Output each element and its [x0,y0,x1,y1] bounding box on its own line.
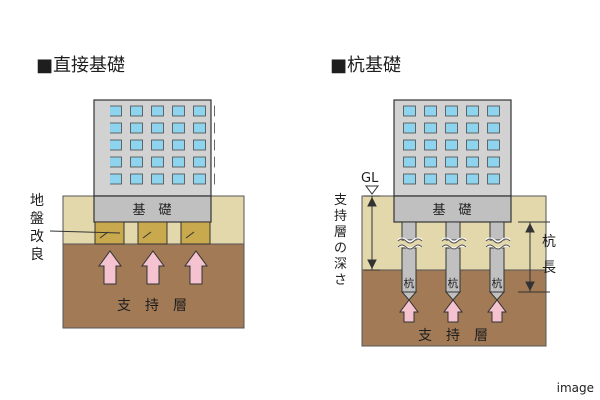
improvement-leader-line [49,230,121,234]
direct-foundation-panel: ■直接基礎 基 礎 地 盤 改 良 [30,55,245,329]
depth-char-6: さ [334,273,347,288]
improvement-char-3: 改 [30,229,44,245]
bearing-layer-label: 支 持 層 [117,298,187,314]
bearing-layer-label: 支 持 層 [418,328,488,344]
depth-char-5: 深 [334,257,347,272]
foundation-slab [93,195,212,223]
gl-label: GL [361,171,379,186]
bearing-arrows [399,299,507,323]
ground-improvement-label: 地 盤 改 良 [30,193,121,263]
image-caption: image [557,381,594,395]
pile-label: 杭 [492,276,503,290]
foundation-slab [393,195,512,223]
depth-char-1: 支 [334,193,347,208]
depth-char-3: 層 [334,225,347,240]
bearing-depth-dimension [364,195,380,271]
direct-foundation-heading: ■直接基礎 [36,55,125,76]
pile-length-char-1: 杭 [542,234,556,250]
bearing-arrow [184,250,208,285]
building [93,99,215,197]
pile-label: 杭 [448,276,459,290]
improvement-char-1: 地 [30,193,44,209]
improvement-char-4: 良 [30,247,44,263]
bearing-depth-label: 支 持 層 の 深 さ [334,193,347,288]
pile-label: 杭 [404,276,415,290]
pile-foundation-heading: ■杭基礎 [330,55,401,76]
pile [441,221,467,301]
bearing-arrow [443,299,463,323]
gl-marker-icon [365,185,379,195]
building [393,99,512,197]
pile-length-char-2: 長 [542,260,556,276]
improvement-char-2: 盤 [30,211,44,227]
depth-char-4: の [334,241,347,256]
bearing-arrow [98,250,122,285]
depth-char-2: 持 [334,209,347,224]
bearing-arrow [487,299,507,323]
pile-length-dimension [518,221,550,293]
bearing-arrow [141,250,165,285]
foundation-label: 基 礎 [432,203,471,218]
bearing-arrow [399,299,419,323]
pile-break-marks [397,238,511,250]
building-windows [110,104,215,189]
foundation-label: 基 礎 [132,203,171,218]
pile-foundation-panel: ■杭基礎 基 礎 [330,55,556,347]
building-windows [396,104,501,189]
piles [397,221,511,301]
bearing-arrows [98,250,208,285]
